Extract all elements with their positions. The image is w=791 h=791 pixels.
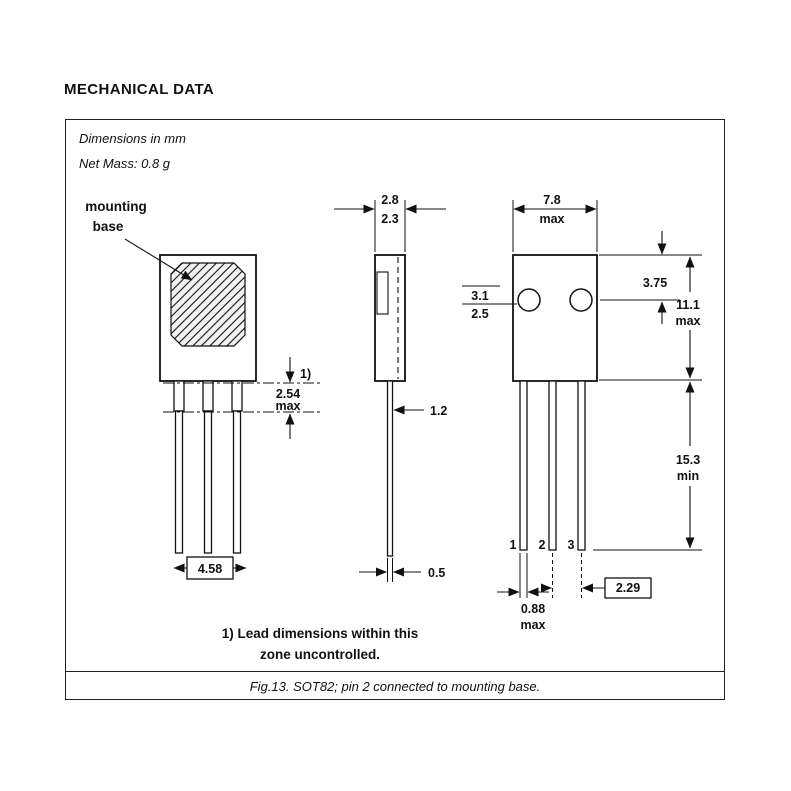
back-lead-width-value: 0.88 xyxy=(521,602,545,616)
body-width-value: 7.8 xyxy=(543,193,560,207)
back-lead-width-qualifier: max xyxy=(520,618,545,632)
footnote: 1) Lead dimensions within this zone unco… xyxy=(190,624,450,666)
lead-span-dimension: 4.58 xyxy=(173,556,247,580)
footnote-line2: zone uncontrolled. xyxy=(260,646,380,662)
mounting-hole-left xyxy=(517,288,541,312)
body-width-qualifier: max xyxy=(539,212,564,226)
uncontrolled-zone-dimension: 1) 2.54 max xyxy=(163,357,322,439)
side-lead xyxy=(386,380,394,557)
lead-length-dimension: 15.3 min xyxy=(593,381,702,551)
pin-2-label: 2 xyxy=(539,538,546,552)
front-view: mounting base 1) 2.54 max 4.58 xyxy=(85,199,322,580)
hole-center-dimension: 3.75 xyxy=(599,231,702,324)
back-leads xyxy=(519,380,586,551)
mounting-base-hatched-area xyxy=(170,262,246,347)
figure-caption: Fig.13. SOT82; pin 2 connected to mounti… xyxy=(249,679,541,694)
back-lead-width-dimension: 0.88 max xyxy=(497,553,549,632)
zone-dimension-value: 2.54 xyxy=(276,387,300,401)
mounting-base-label-line2: base xyxy=(93,219,124,234)
body-height-value: 11.1 xyxy=(676,298,700,312)
mass-note: Net Mass: 0.8 g xyxy=(79,156,171,171)
dimensions-note: Dimensions in mm xyxy=(79,131,186,146)
lead-pitch-dimension-box xyxy=(604,577,652,599)
hole-center-value: 3.75 xyxy=(643,276,667,290)
lead-width-value: 1.2 xyxy=(430,404,447,418)
back-view: 7.8 max 3.1 2.5 3.75 11.1 max xyxy=(462,193,702,632)
lead-pitch-value: 2.29 xyxy=(616,581,640,595)
body-width-dimension: 7.8 max xyxy=(512,193,598,252)
zone-dimension-qualifier: max xyxy=(275,399,300,413)
thickness-dimension: 2.8 2.3 xyxy=(334,193,446,252)
side-body xyxy=(374,254,406,382)
hole-diameter-min: 2.5 xyxy=(471,307,488,321)
lead-length-value: 15.3 xyxy=(676,453,700,467)
zone-footnote-ref: 1) xyxy=(300,367,311,381)
lead-thickness-dimension: 0.5 xyxy=(359,558,445,582)
side-view: 2.8 2.3 1.2 0.5 xyxy=(334,193,447,582)
mounting-base-label-line1: mounting xyxy=(85,199,146,214)
footnote-line1: 1) Lead dimensions within this xyxy=(221,626,419,641)
content-frame xyxy=(65,119,725,700)
mounting-base-leader-arrow xyxy=(124,238,193,281)
hole-diameter-max: 3.1 xyxy=(471,289,488,303)
pin-3-label: 3 xyxy=(568,538,575,552)
lead-length-qualifier: min xyxy=(677,469,699,483)
front-leads xyxy=(173,380,243,554)
lead-span-value: 4.58 xyxy=(198,562,222,576)
lead-span-dimension-box xyxy=(186,556,234,580)
lead-width-dimension: 1.2 xyxy=(393,404,447,418)
thickness-max-value: 2.8 xyxy=(381,193,398,207)
lead-thickness-value: 0.5 xyxy=(428,566,445,580)
hole-diameter-dimension: 3.1 2.5 xyxy=(462,285,517,321)
caption-divider xyxy=(65,671,725,672)
page-title: MECHANICAL DATA xyxy=(64,81,215,98)
back-body xyxy=(512,254,598,382)
thickness-min-value: 2.3 xyxy=(381,212,398,226)
mounting-hole-right xyxy=(569,288,593,312)
pin-1-label: 1 xyxy=(510,538,517,552)
body-height-qualifier: max xyxy=(675,314,700,328)
side-body-detail xyxy=(376,271,389,315)
body-height-dimension: 11.1 max xyxy=(599,256,702,381)
lead-pitch-dimension: 2.29 xyxy=(541,553,652,599)
